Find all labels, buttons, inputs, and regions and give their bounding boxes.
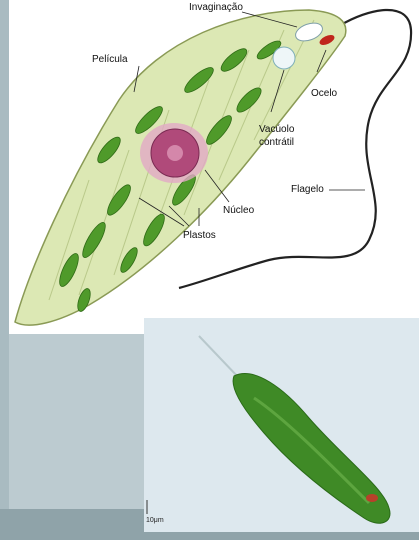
label-invaginacao: Invaginação: [189, 2, 243, 14]
nucleolus: [167, 145, 183, 161]
label-nucleo: Núcleo: [223, 205, 254, 217]
micrograph-photo: [144, 318, 419, 532]
scale-bar-label: 10μm: [146, 517, 164, 525]
label-pelicula: Película: [92, 54, 128, 66]
label-vacuolo-line1: Vacúolo: [259, 124, 294, 136]
contractile-vacuole: [273, 47, 295, 69]
label-plastos: Plastos: [183, 230, 216, 242]
micrograph-image: [144, 318, 419, 532]
label-flagelo: Flagelo: [291, 184, 324, 196]
left-stripe: [0, 0, 9, 540]
micrograph-eyespot: [366, 494, 378, 502]
label-ocelo: Ocelo: [311, 88, 337, 100]
label-vacuolo-line2: contrátil: [259, 137, 294, 149]
euglena-illustration: [9, 0, 419, 334]
euglena-diagram: Invaginação Película Ocelo Vacúolo contr…: [9, 0, 419, 334]
